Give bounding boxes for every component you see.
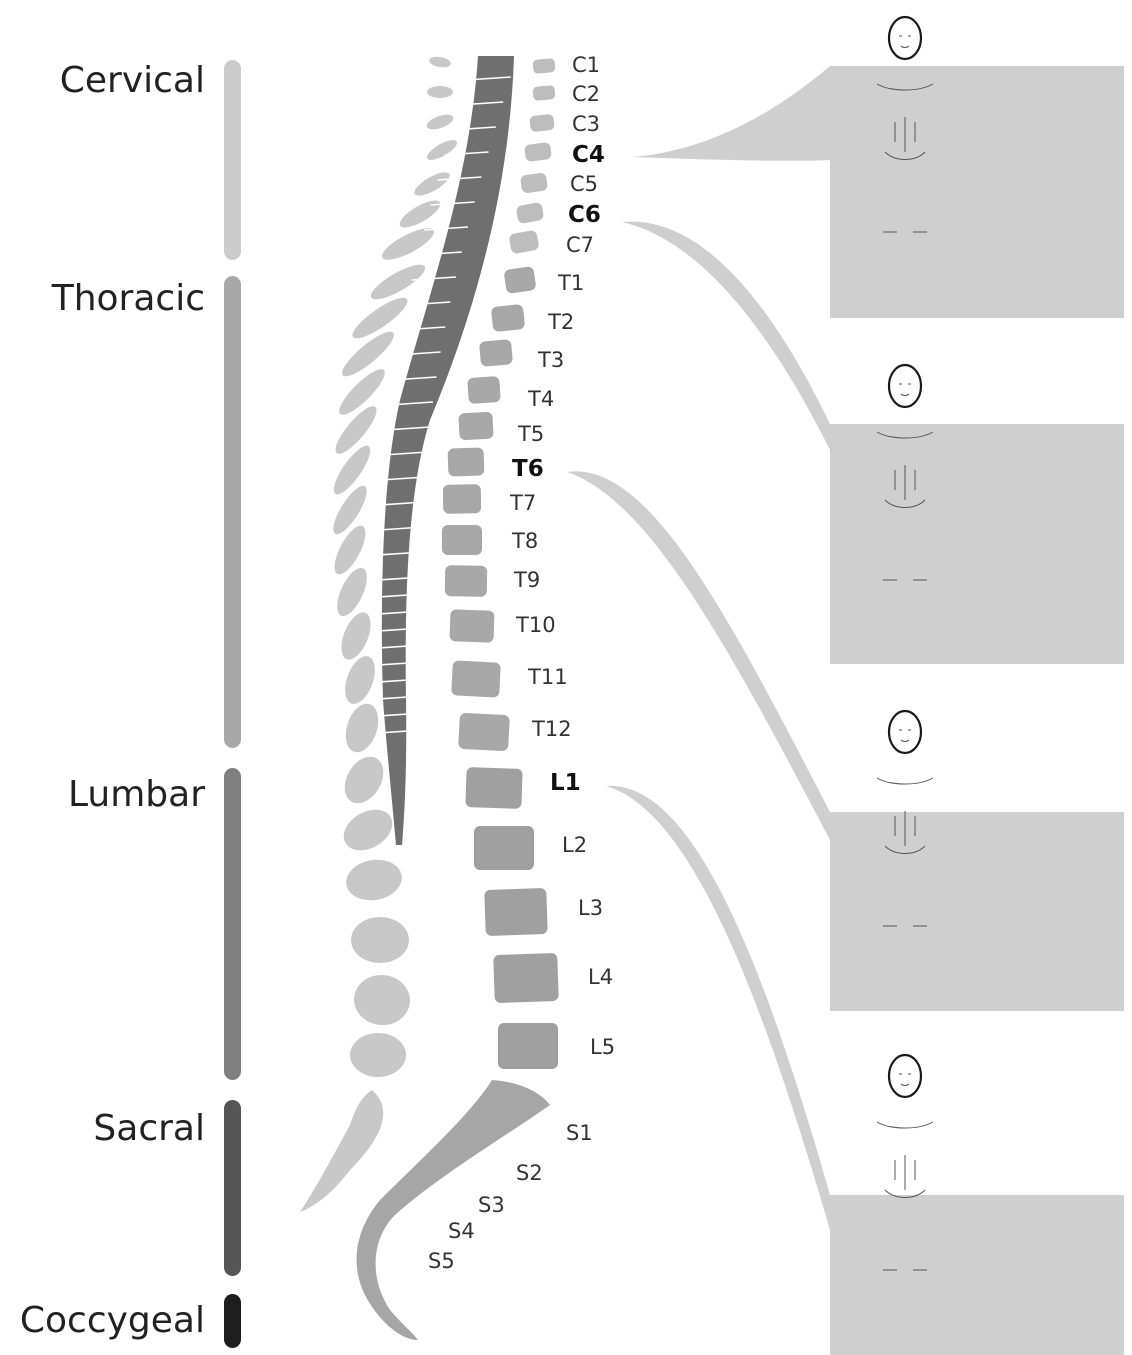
vertebra-label-t3: T3: [537, 348, 564, 372]
vertebra-label-t12: T12: [531, 717, 572, 741]
vertebra-body-l4: [493, 953, 559, 1003]
spinous-process-l3: [343, 855, 405, 904]
spinous-process-t10: [336, 608, 377, 663]
spinous-process-c6: [396, 196, 444, 233]
vertebra-body-t6: [448, 447, 485, 476]
vertebra-label-t5: T5: [517, 422, 544, 446]
vertebra-body-c2: [532, 85, 555, 101]
vertebra-label-l4: L4: [588, 965, 613, 989]
paralysis-shading: [567, 66, 1124, 1355]
head: [889, 711, 921, 753]
vertebra-body-l2: [474, 826, 534, 870]
vertebra-body-l1: [465, 767, 522, 809]
chest-line: [877, 1122, 933, 1128]
vertebra-label-c1: C1: [572, 53, 600, 77]
spinous-process-c5: [411, 168, 453, 200]
head: [889, 1055, 921, 1097]
vertebra-label-t8: T8: [511, 529, 538, 553]
spinous-process-l5: [352, 973, 412, 1028]
vertebra-label-c4: C4: [572, 142, 605, 168]
spinous-process-t12: [340, 700, 384, 757]
vertebra-label-l1: L1: [550, 770, 581, 796]
vertebra-body-l3: [484, 888, 548, 936]
vertebra-body-t5: [458, 412, 493, 441]
region-bar-sacral: [224, 1100, 241, 1276]
sacral-process: [350, 1033, 406, 1077]
vertebra-body-t10: [449, 609, 494, 643]
spinous-process-c2: [427, 86, 453, 98]
region-bar-thoracic: [224, 276, 241, 748]
head: [889, 365, 921, 407]
abdomen-line: [895, 1155, 915, 1190]
c4-connector: [632, 66, 1124, 318]
vertebra-body-c7: [508, 230, 539, 255]
vertebra-body-t8: [442, 525, 482, 555]
vertebra-label-t10: T10: [515, 613, 556, 637]
vertebra-label-t11: T11: [527, 665, 568, 689]
vertebra-label-t4: T4: [527, 387, 554, 411]
spinous-process-t1: [367, 259, 430, 306]
region-bar-cervical: [224, 60, 241, 260]
vertebra-body-t7: [443, 484, 482, 514]
vertebra-label-t1: T1: [557, 271, 584, 295]
head: [889, 17, 921, 59]
vertebra-label-t6: T6: [512, 456, 544, 482]
spinous-process-t5: [330, 401, 382, 459]
vertebra-body-c5: [520, 172, 548, 193]
vertebra-label-t2: T2: [547, 310, 574, 334]
vertebra-body-c3: [529, 114, 555, 132]
sacrum: [357, 1080, 550, 1340]
spinous-process-t11: [339, 652, 381, 708]
vertebra-label-s4: S4: [448, 1219, 475, 1243]
vertebra-body-t4: [467, 376, 501, 404]
vertebra-body-c4: [524, 142, 552, 162]
vertebra-label-c6: C6: [568, 202, 601, 228]
coccyx-process: [300, 1090, 383, 1212]
vertebra-body-c6: [516, 202, 545, 224]
vertebra-label-c5: C5: [570, 172, 598, 196]
spinous-process-c4: [424, 136, 459, 163]
spinous-process-l4: [351, 917, 409, 963]
vertebra-body-t11: [451, 660, 501, 697]
vertebra-body-t1: [503, 266, 536, 294]
vertebra-label-t9: T9: [513, 568, 540, 592]
vertebra-label-c3: C3: [572, 112, 600, 136]
vertebra-label-t7: T7: [509, 491, 536, 515]
vertebra-label-s3: S3: [478, 1193, 505, 1217]
chest-line: [877, 778, 933, 784]
vertebra-body-t9: [445, 565, 488, 597]
region-label-lumbar: Lumbar: [68, 774, 205, 815]
vertebra-body-l5: [498, 1023, 558, 1069]
vertebra-label-l3: L3: [578, 896, 603, 920]
region-label-sacral: Sacral: [93, 1108, 205, 1149]
vertebra-body-c1: [532, 58, 555, 74]
spinous-process-c1: [428, 55, 451, 69]
spinal-column: [300, 55, 559, 1340]
vertebra-label-s2: S2: [516, 1161, 543, 1185]
spinous-process-l1: [337, 750, 391, 810]
vertebra-label-s5: S5: [428, 1249, 455, 1273]
spinous-process-t6: [328, 441, 376, 499]
vertebra-label-l5: L5: [590, 1035, 615, 1059]
region-label-coccygeal: Coccygeal: [20, 1300, 205, 1341]
region-bar-coccygeal: [224, 1294, 241, 1348]
vertebra-body-t2: [491, 304, 525, 332]
region-label-cervical: Cervical: [60, 60, 205, 101]
vertebra-label-l2: L2: [562, 833, 587, 857]
region-label-thoracic: Thoracic: [51, 278, 205, 319]
vertebra-body-t12: [458, 713, 510, 752]
vertebra-label-s1: S1: [566, 1121, 593, 1145]
region-bar-lumbar: [224, 768, 241, 1080]
spinous-process-c3: [425, 112, 455, 133]
vertebra-label-c7: C7: [566, 233, 594, 257]
vertebra-body-t3: [479, 339, 513, 367]
spinous-process-l2: [336, 801, 399, 858]
vertebra-label-c2: C2: [572, 82, 600, 106]
